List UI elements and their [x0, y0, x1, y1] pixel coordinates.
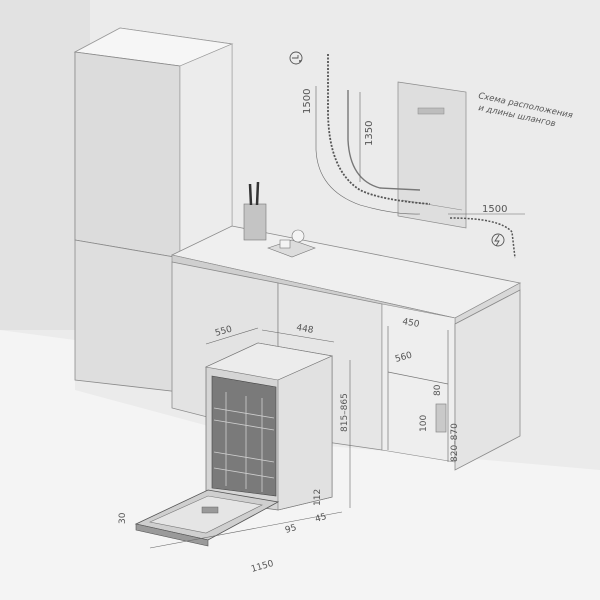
dishwasher	[134, 342, 334, 547]
water-hose-length-label: 1500	[302, 89, 313, 114]
height-label: 815–865	[340, 393, 350, 432]
niche-dimensions: 450 560 820–870 100 80	[394, 317, 460, 462]
niche-plinth-label: 100	[419, 415, 429, 432]
toe-kick-label: 112	[313, 489, 323, 506]
water-tap-icon	[289, 51, 303, 65]
water-hose	[327, 54, 431, 205]
drain-hose	[347, 90, 421, 191]
width-label: 448	[295, 323, 314, 336]
niche-opening-label: 80	[433, 384, 443, 396]
niche-depth-label: 560	[394, 350, 414, 364]
niche-height-label: 820–870	[450, 423, 460, 462]
tall-cabinet	[73, 27, 234, 393]
niche-outline	[387, 326, 449, 462]
drain-hose-height-label: 1350	[364, 121, 375, 146]
wall-shadow-left	[0, 0, 90, 330]
power-cable	[449, 217, 516, 259]
niche-width-label: 450	[401, 317, 420, 330]
countertop-accessories	[243, 181, 316, 258]
power-plug-icon	[491, 233, 505, 247]
door-thickness-label: 30	[118, 512, 128, 524]
foot-offset-label: 95	[284, 523, 298, 536]
toe-offset-label: 45	[314, 512, 328, 525]
power-cable-length-label: 1500	[482, 204, 507, 215]
depth-label: 550	[214, 324, 234, 338]
